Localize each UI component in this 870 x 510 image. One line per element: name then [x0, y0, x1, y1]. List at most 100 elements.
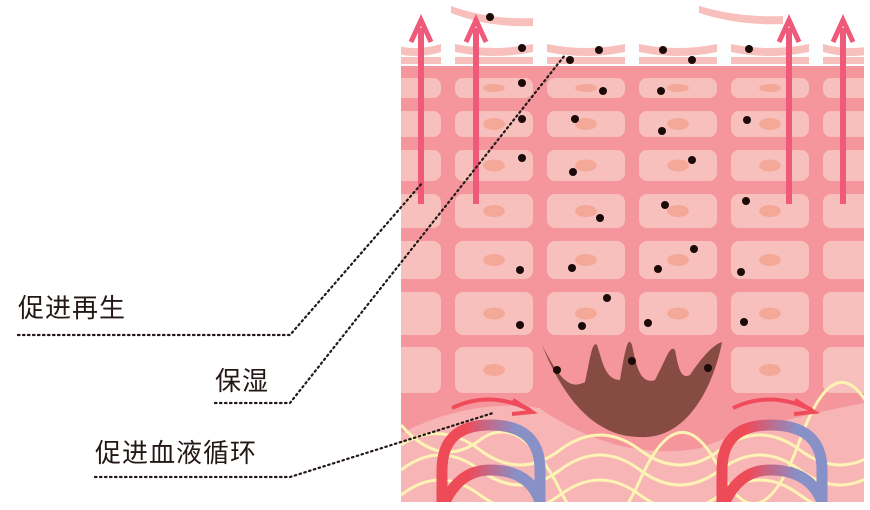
cell-nucleus: [667, 307, 689, 320]
cell-nucleus: [575, 254, 597, 266]
cell-nucleus: [759, 118, 781, 130]
melanin-dot: [518, 115, 526, 123]
cell: [823, 78, 864, 98]
melanin-dot: [644, 319, 652, 327]
melanin-dot: [654, 265, 662, 273]
up-arrow-shaft: [840, 28, 846, 204]
melanin-dot: [566, 56, 574, 64]
corneocyte: [547, 57, 625, 64]
melanin-dot: [518, 44, 526, 52]
corneocyte: [639, 57, 717, 64]
cell-nucleus: [575, 205, 597, 217]
cell: [823, 347, 864, 393]
melanin-dot: [740, 318, 748, 326]
up-arrow-shaft: [473, 28, 479, 204]
cell: [401, 150, 441, 181]
cell: [823, 292, 864, 335]
cell-nucleus: [483, 307, 505, 320]
cell-nucleus: [483, 254, 505, 266]
label-circulation: 促进血液循环: [95, 439, 258, 469]
melanin-dot: [516, 321, 524, 329]
cell-nucleus: [575, 84, 597, 92]
melanin-dot: [578, 322, 586, 330]
cell: [401, 78, 441, 98]
melanin-dot: [571, 115, 579, 123]
cell: [401, 194, 441, 228]
melanin-dot: [745, 45, 753, 53]
cell: [823, 194, 864, 228]
cell-nucleus: [759, 254, 781, 266]
cell: [401, 241, 441, 279]
melanocyte: [542, 341, 722, 438]
cell-nucleus: [575, 118, 597, 130]
cell-nucleus: [667, 118, 689, 130]
corneocyte: [401, 57, 441, 64]
cell-nucleus: [759, 159, 781, 172]
melanin-dot: [657, 87, 665, 95]
cell-nucleus: [483, 205, 505, 217]
up-arrow-head: [776, 13, 802, 44]
circulation-arrows: [451, 397, 820, 416]
cell-nucleus: [667, 205, 689, 217]
cell: [823, 150, 864, 181]
corneocyte: [547, 44, 625, 56]
melanin-dot: [688, 156, 696, 164]
cell: [401, 292, 441, 335]
cell-nucleus: [759, 364, 781, 376]
melanin-dot: [688, 56, 696, 64]
cell-nucleus: [667, 84, 689, 92]
up-arrow-head: [408, 13, 434, 44]
melanin-dot: [516, 266, 524, 274]
melanin-dot: [486, 13, 494, 21]
cell: [401, 111, 441, 137]
melanin-dot: [568, 264, 576, 272]
melanin-dot: [553, 366, 561, 374]
melanin-granules: [486, 13, 753, 374]
cell-nucleus: [575, 307, 597, 320]
melanin-dot: [659, 46, 667, 54]
cell-nucleus: [483, 84, 505, 92]
up-arrow-shaft: [786, 28, 792, 204]
shedding-flake: [699, 6, 783, 25]
cell: [823, 241, 864, 279]
cell-nucleus: [483, 364, 505, 376]
cell-nucleus: [483, 159, 505, 172]
cell-nucleus: [759, 205, 781, 217]
melanin-dot: [518, 79, 526, 87]
cell-nucleus: [667, 159, 689, 172]
cell-nucleus: [759, 307, 781, 320]
cell-nucleus: [759, 84, 781, 92]
corneocyte: [639, 44, 717, 56]
leader-lines: [16, 53, 567, 479]
melanin-dot: [704, 364, 712, 372]
melanin-dot: [518, 154, 526, 162]
corneocyte: [823, 57, 864, 64]
melanin-dot: [603, 294, 611, 302]
melanin-dot: [661, 201, 669, 209]
cell: [401, 347, 441, 393]
corneocyte: [731, 57, 809, 64]
melanin-dot: [628, 357, 636, 365]
shedding-flake: [451, 6, 533, 27]
melanin-dot: [690, 245, 698, 253]
cell-nucleus: [483, 118, 505, 130]
melanin-dot: [599, 87, 607, 95]
regeneration-arrows: [408, 13, 856, 204]
label-moisturizing: 保湿: [215, 367, 270, 397]
melanin-dot: [596, 214, 604, 222]
melanin-dot: [569, 168, 577, 176]
up-arrow-head: [463, 13, 489, 44]
melanin-dot: [737, 268, 745, 276]
up-arrow-head: [830, 13, 856, 44]
melanin-dot: [595, 46, 603, 54]
blood-vessel-left: [436, 419, 546, 502]
melanin-dot: [743, 116, 751, 124]
melanin-dot: [742, 197, 750, 205]
cell: [823, 111, 864, 137]
stratum-corneum: [401, 6, 864, 64]
label-regeneration: 促进再生: [18, 294, 127, 324]
blood-vessel-right: [716, 419, 828, 502]
cell-nucleus: [575, 159, 597, 172]
